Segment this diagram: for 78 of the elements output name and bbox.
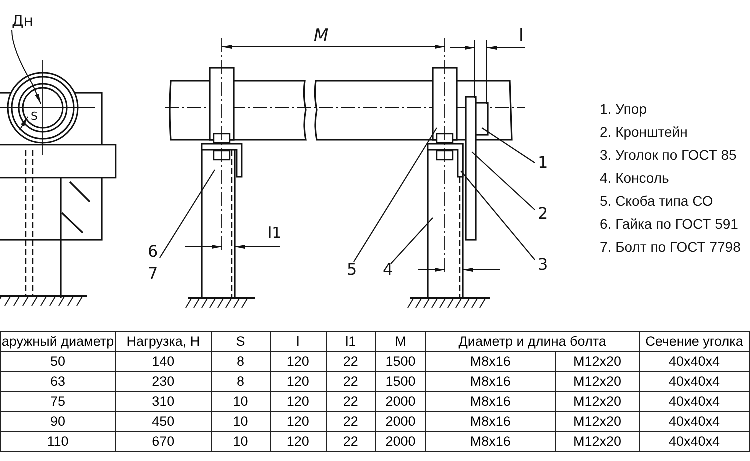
table-value: 120: [286, 394, 310, 409]
table-value: 8: [237, 354, 245, 369]
table-value: 40x40x4: [668, 374, 720, 389]
table-value: M8x16: [470, 374, 511, 389]
table-value: 10: [233, 414, 248, 429]
table-value: 450: [152, 414, 175, 429]
leader-line: [354, 128, 438, 262]
table-value: 40x40x4: [668, 354, 720, 369]
table-value: 63: [50, 374, 66, 389]
table-value: M12x20: [573, 414, 622, 429]
table-value: 120: [286, 414, 310, 429]
table-value: 1500: [386, 374, 416, 389]
callout-number: 6: [148, 244, 158, 260]
dimension-label: l1: [268, 226, 282, 241]
column-header: l: [296, 334, 300, 349]
table-value: M12x20: [573, 434, 622, 449]
table-value: 2000: [386, 434, 416, 449]
table-value: 22: [343, 374, 358, 389]
table-value: 1500: [386, 354, 416, 369]
dimension-label: M: [314, 28, 329, 45]
table-value: 120: [286, 354, 310, 369]
leader-line: [482, 128, 536, 164]
callout-number: 5: [347, 262, 358, 278]
parts-list-item: 4. Консоль: [600, 171, 670, 185]
column-header: M: [395, 334, 406, 349]
dimension-label: l: [519, 28, 524, 45]
callout-number: 3: [538, 257, 548, 273]
table-value: 22: [343, 414, 358, 429]
table-value: M12x20: [573, 394, 622, 409]
dimension-label: S: [31, 111, 38, 122]
leader-line: [472, 152, 536, 210]
table-value: 230: [152, 374, 175, 389]
leader-line: [160, 170, 216, 258]
table-value: 10: [233, 434, 248, 449]
parts-list-item: 3. Уголок по ГОСТ 85: [600, 148, 737, 162]
leader-line: [390, 218, 434, 264]
table-value: 310: [152, 394, 175, 409]
parts-list-item: 1. Упор: [600, 102, 647, 116]
table-value: M8x16: [470, 354, 511, 369]
table-value: M8x16: [470, 414, 511, 429]
callout-number: 1: [538, 155, 548, 171]
table-value: 22: [343, 354, 358, 369]
callout-number: 2: [538, 206, 548, 222]
table-value: 140: [152, 354, 175, 369]
parts-list-item: 5. Скоба типа СО: [600, 194, 714, 208]
table-value: 22: [343, 434, 358, 449]
parts-list-item: 6. Гайка по ГОСТ 591: [600, 217, 738, 231]
parts-list-item: 2. Кронштейн: [600, 125, 688, 139]
table-value: M12x20: [573, 374, 622, 389]
table-value: 10: [233, 394, 248, 409]
leader-line: [460, 170, 536, 260]
table-value: 2000: [386, 394, 416, 409]
table-value: 670: [152, 434, 175, 449]
table-value: 40x40x4: [668, 434, 720, 449]
callout-number: 4: [383, 262, 394, 278]
table-value: 90: [50, 414, 66, 429]
table-value: 40x40x4: [668, 414, 720, 429]
table-value: 50: [50, 354, 66, 369]
column-header: аружный диаметр: [2, 334, 114, 349]
column-header: Сечение уголка: [646, 334, 744, 349]
column-header: Нагрузка, Н: [126, 334, 200, 349]
column-header: l1: [346, 334, 356, 349]
callout-number: 7: [148, 266, 158, 282]
table-value: 8: [237, 374, 245, 389]
table-value: 110: [47, 434, 69, 449]
table-value: M8x16: [470, 394, 511, 409]
column-header: S: [236, 334, 246, 349]
table-value: 120: [286, 434, 310, 449]
table-value: M8x16: [470, 434, 511, 449]
column-header: Диаметр и длина болта: [458, 334, 606, 349]
parts-list-item: 7. Болт по ГОСТ 7798: [600, 240, 741, 254]
table-value: 22: [343, 394, 358, 409]
dimension-label: Дн: [12, 14, 34, 29]
table-value: 120: [286, 374, 310, 389]
table-value: 75: [50, 394, 66, 409]
table-value: M12x20: [573, 354, 622, 369]
table-value: 40x40x4: [668, 394, 720, 409]
table-value: 2000: [386, 414, 416, 429]
